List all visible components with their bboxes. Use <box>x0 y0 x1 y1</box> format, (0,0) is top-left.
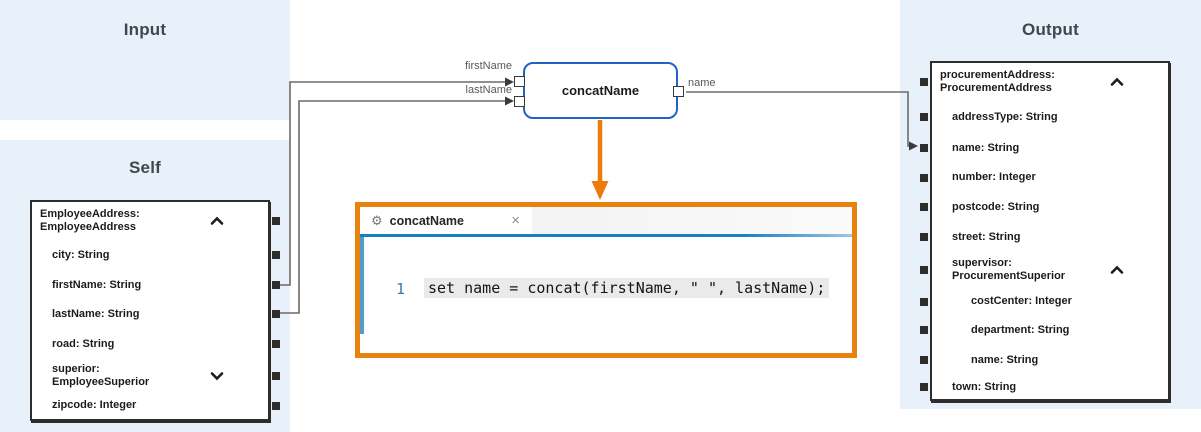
tree-item-firstname[interactable]: firstName: String <box>32 270 280 300</box>
tree-item-procurementaddress[interactable]: procurementAddress: ProcurementAddress <box>920 63 1168 101</box>
input-panel-title: Input <box>123 20 167 39</box>
tree-item-zipcode[interactable]: zipcode: Integer <box>32 392 280 419</box>
tree-item-town[interactable]: town: String <box>920 375 1168 399</box>
tree-item-superior[interactable]: superior: EmployeeSuperior <box>32 360 280 392</box>
editor-tab-underline <box>360 234 852 237</box>
connector-port[interactable] <box>272 251 280 259</box>
tree-item-name[interactable]: name: String <box>920 133 1168 163</box>
tree-item-supervisor[interactable]: supervisor: ProcurementSuperior <box>920 252 1168 288</box>
input-panel: Input <box>0 0 290 120</box>
connector-port[interactable] <box>920 78 928 86</box>
tree-item-lastname[interactable]: lastName: String <box>32 300 280 328</box>
output-schema-box: procurementAddress: ProcurementAddress a… <box>920 61 1170 401</box>
line-number: 1 <box>396 280 406 298</box>
connector-port[interactable] <box>272 310 280 318</box>
editor-tab-label: concatName <box>389 213 464 228</box>
tree-item-street[interactable]: street: String <box>920 222 1168 252</box>
tree-item-number[interactable]: number: Integer <box>920 163 1168 192</box>
tree-item-department[interactable]: department: String <box>920 315 1168 345</box>
input-port-firstname[interactable] <box>514 76 525 87</box>
port-label-lastname: lastName <box>465 84 512 96</box>
connector-port[interactable] <box>272 217 280 225</box>
code-editor[interactable]: 1 set name = concat(firstName, " ", last… <box>360 237 852 353</box>
tree-item-supervisor-name[interactable]: name: String <box>920 345 1168 375</box>
editor-tab-bar: ⚙ concatName × <box>360 207 852 234</box>
tree-item-employeeaddress[interactable]: EmployeeAddress: EmployeeAddress <box>32 202 280 240</box>
connector-port[interactable] <box>920 203 928 211</box>
editor-gutter-strip <box>360 237 364 334</box>
chevron-up-icon[interactable] <box>1110 265 1124 275</box>
self-panel-title: Self <box>129 158 161 177</box>
function-node-concatname[interactable]: concatName <box>523 62 678 119</box>
connector-port[interactable] <box>920 233 928 241</box>
expression-editor-panel: ⚙ concatName × 1 set name = concat(first… <box>355 202 857 358</box>
output-panel-title: Output <box>1022 20 1079 39</box>
tree-item-city[interactable]: city: String <box>32 240 280 270</box>
gear-icon: ⚙ <box>371 213 383 228</box>
output-port-name[interactable] <box>673 86 684 97</box>
close-icon[interactable]: × <box>511 212 520 229</box>
connector-port[interactable] <box>272 372 280 380</box>
tree-item-costcenter[interactable]: costCenter: Integer <box>920 288 1168 315</box>
self-schema-box: EmployeeAddress: EmployeeAddress city: S… <box>30 200 280 421</box>
tree-item-addresstype[interactable]: addressType: String <box>920 101 1168 133</box>
connector-port[interactable] <box>272 340 280 348</box>
connector-port[interactable] <box>272 401 280 410</box>
connector-port[interactable] <box>920 326 928 334</box>
code-line[interactable]: set name = concat(firstName, " ", lastNa… <box>424 278 830 298</box>
connector-port[interactable] <box>920 266 928 274</box>
connector-port[interactable] <box>272 281 280 289</box>
chevron-down-icon[interactable] <box>210 372 224 381</box>
port-label-name: name <box>688 77 716 89</box>
connector-port[interactable] <box>920 144 928 152</box>
chevron-up-icon[interactable] <box>1110 77 1124 87</box>
tree-item-postcode[interactable]: postcode: String <box>920 192 1168 222</box>
connector-port[interactable] <box>920 297 928 306</box>
connector-port[interactable] <box>920 173 928 182</box>
tree-item-road[interactable]: road: String <box>32 328 280 360</box>
input-port-lastname[interactable] <box>514 96 525 107</box>
function-node-label: concatName <box>561 83 640 98</box>
chevron-up-icon[interactable] <box>210 216 224 226</box>
editor-tab-concatname[interactable]: ⚙ concatName × <box>360 207 532 234</box>
connector-port[interactable] <box>920 356 928 364</box>
connector-port[interactable] <box>920 113 928 121</box>
connector-port[interactable] <box>920 383 928 391</box>
port-label-firstname: firstName <box>464 60 512 72</box>
